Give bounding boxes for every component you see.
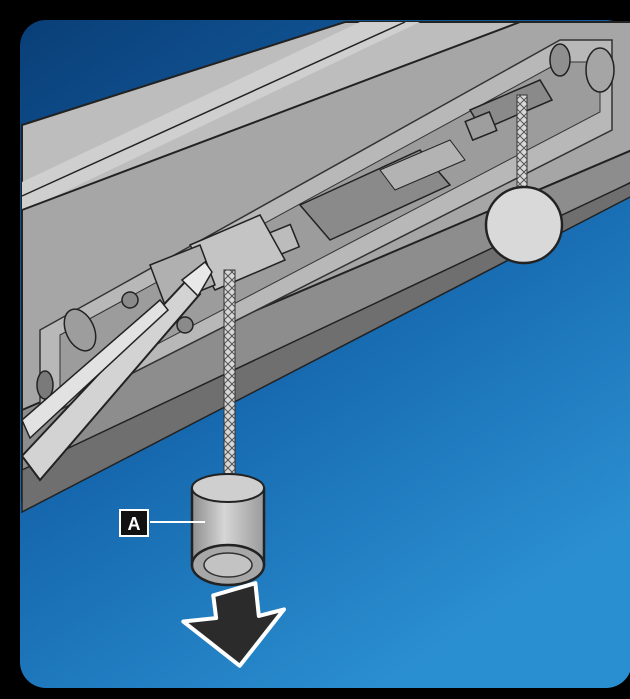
upper-release-cord bbox=[516, 94, 528, 198]
emergency-release-cord bbox=[223, 269, 236, 481]
release-knob bbox=[484, 185, 564, 265]
callout-label: A bbox=[128, 514, 141, 534]
callout-box bbox=[119, 509, 149, 537]
opener-housing bbox=[21, 21, 630, 514]
callout-a: A bbox=[119, 509, 205, 537]
release-handle-weight bbox=[190, 473, 266, 587]
screwdriver-icon bbox=[20, 260, 213, 482]
arrow-down-icon bbox=[181, 581, 286, 668]
